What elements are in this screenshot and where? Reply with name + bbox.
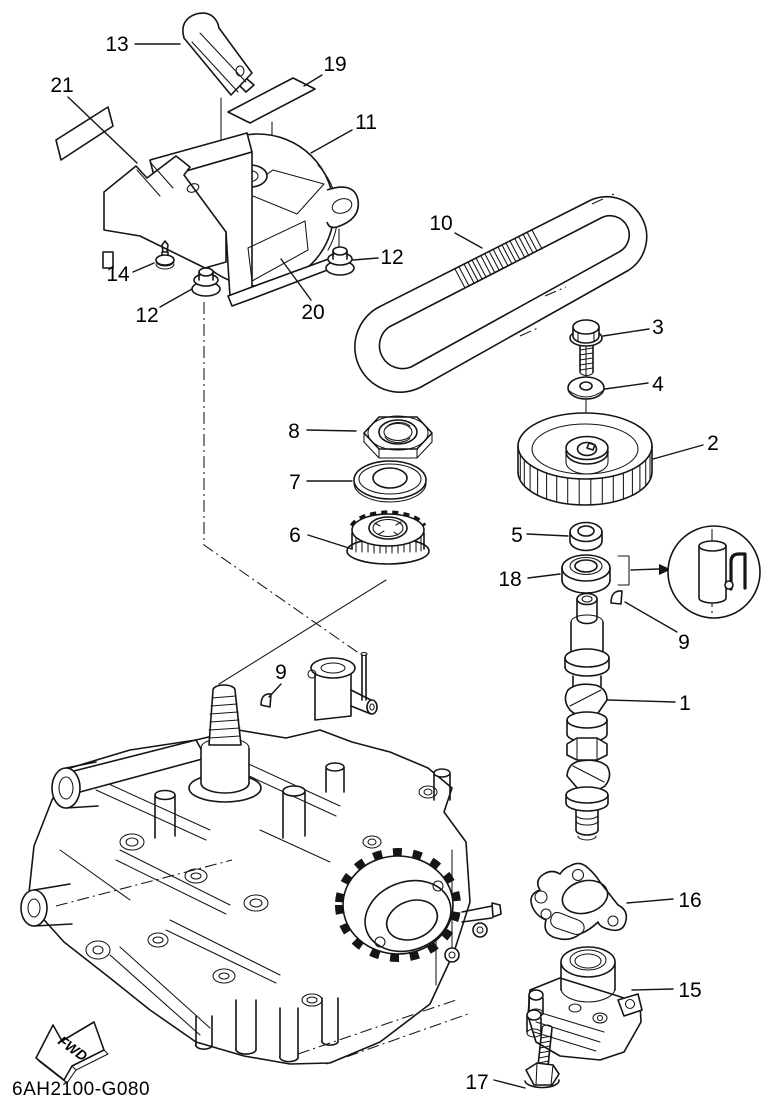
callout-15: 15 (678, 979, 701, 1002)
washer-part7 (353, 460, 427, 503)
callout-10: 10 (429, 212, 452, 235)
leader-lines (67, 43, 704, 1089)
callout-17: 17 (465, 1071, 488, 1094)
callout-18: 18 (498, 568, 521, 591)
callout-11: 11 (355, 111, 377, 134)
callout-9-crank: 9 (275, 661, 287, 684)
bolt-part14 (155, 240, 175, 270)
callout-12-left: 12 (135, 304, 158, 327)
callout-6: 6 (289, 524, 301, 547)
callout-4: 4 (652, 373, 664, 396)
callout-1: 1 (679, 692, 691, 715)
callout-9-cam: 9 (678, 631, 690, 654)
diagram-code: 6AH2100-G080 (12, 1079, 150, 1100)
label-sticker-part19 (227, 77, 316, 124)
woodruff-key-part9-cam (610, 590, 623, 605)
callout-2: 2 (707, 432, 719, 455)
belt-cover-part11 (102, 132, 360, 307)
callout-5: 5 (511, 524, 523, 547)
callout-14: 14 (106, 263, 130, 286)
camshaft-part1 (564, 592, 611, 841)
detail-inset-circle (667, 525, 761, 619)
bolt-part17 (524, 1024, 560, 1089)
washer-part4 (567, 376, 605, 400)
callout-20: 20 (301, 301, 324, 324)
callout-7: 7 (289, 471, 301, 494)
oil-seal-part18 (561, 554, 611, 594)
gear-teeth (519, 453, 651, 506)
callout-12-right: 12 (380, 246, 403, 269)
callout-21: 21 (50, 74, 73, 97)
damper-strip-part13 (182, 12, 255, 96)
callout-3: 3 (652, 316, 664, 339)
block-bosses (85, 785, 438, 1007)
callout-16: 16 (678, 889, 701, 912)
drive-sprocket-part6 (346, 510, 430, 565)
belt-teeth (454, 229, 543, 289)
timing-belt-part10 (354, 193, 648, 393)
oil-pump-part15 (526, 946, 643, 1061)
callout-8: 8 (288, 420, 300, 443)
callout-19: 19 (323, 53, 346, 76)
sprocket-teeth (355, 535, 422, 554)
crankcase-assembly (20, 651, 502, 1065)
callout-13: 13 (105, 33, 128, 56)
flange-bolt-part3 (569, 319, 603, 377)
gasket-part16 (530, 862, 628, 941)
fwd-arrow: FWD (35, 1021, 109, 1084)
detail-callout-bracket (617, 555, 671, 586)
grommet-part12-right (325, 246, 355, 276)
nut-part8 (363, 415, 433, 459)
label-sticker-part21 (55, 106, 114, 161)
callout-labels: 13 21 19 11 14 12 12 20 10 3 4 2 8 7 6 5… (50, 33, 719, 1094)
driven-gear-part2 (517, 412, 653, 506)
spacer-part5 (569, 521, 603, 552)
